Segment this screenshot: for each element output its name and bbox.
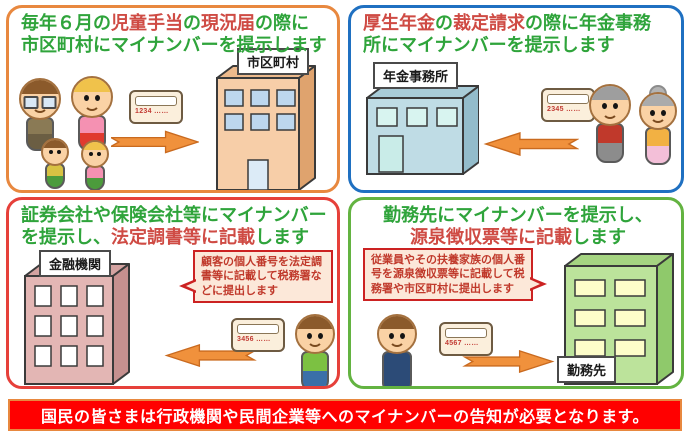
person-head xyxy=(639,92,677,130)
boy-icon xyxy=(41,138,69,189)
hair xyxy=(83,142,107,151)
person-head xyxy=(377,314,417,354)
eyes xyxy=(89,152,93,157)
person-body xyxy=(45,163,65,189)
my-number-card: 1234 …… xyxy=(129,90,183,124)
speech-bubble-text: 顧客の個人番号を法定調書等に記載して税務署などに提出します xyxy=(201,256,322,297)
person-body xyxy=(85,165,105,190)
person-body xyxy=(301,351,329,386)
mouth xyxy=(650,115,666,124)
speech-bubble-text: 従業員やその扶養家族の個人番号を源泉徴収票等に記載して税務署や市区町村に提出しま… xyxy=(371,254,525,295)
mouth xyxy=(32,105,48,113)
mouth xyxy=(602,111,618,119)
panel-workplace: 勤務先にマイナンバーを提示し、 源泉徴収票等に記載します 従業員やその扶養家族の… xyxy=(348,197,684,389)
person-head xyxy=(295,314,335,354)
building-sign: 勤務先 xyxy=(557,356,617,383)
arrow-left-icon xyxy=(164,344,257,367)
eyes xyxy=(84,95,89,102)
person-body xyxy=(645,127,671,165)
building-sign: 年金事務所 xyxy=(373,62,459,89)
card-stripe xyxy=(547,94,589,104)
banner-text: 国民の皆さまは行政機関や民間企業等へのマイナンバーの告知が必要となります。 xyxy=(40,409,650,426)
arrow-right-icon xyxy=(462,350,555,373)
mouth xyxy=(389,339,405,347)
mouth xyxy=(307,339,323,347)
hair xyxy=(73,78,111,92)
panel-financial: 証券会社や保険会社等にマイナンバー を提示し、法定調書等に記載します 金融機関 … xyxy=(6,197,340,389)
card-number: 3456 …… xyxy=(237,336,271,343)
building-sign-label: 金融機関 xyxy=(49,257,102,272)
eyes xyxy=(49,150,53,155)
person-body xyxy=(596,123,624,163)
card-stripe xyxy=(135,96,177,106)
panel-title: 毎年６月の児童手当の現況届の際に 市区町村にマイナンバーを提示します xyxy=(21,13,327,55)
arrow-left-icon xyxy=(483,132,579,156)
father-icon xyxy=(19,78,61,151)
customer-icon xyxy=(295,314,335,386)
card-number: 4567 …… xyxy=(445,340,479,347)
card-number: 2345 …… xyxy=(547,106,581,113)
person-body xyxy=(382,351,412,386)
hair xyxy=(379,316,415,330)
pension-office-building xyxy=(366,85,479,175)
card-stripe xyxy=(237,324,279,334)
panel-title: 厚生年金の裁定請求の際に年金事務 所にマイナンバーを提示します xyxy=(363,13,651,55)
hair xyxy=(641,94,675,107)
person-head xyxy=(41,138,69,166)
person-head xyxy=(589,84,631,126)
hair xyxy=(591,86,629,100)
person-head xyxy=(81,140,109,168)
building-sign-label: 年金事務所 xyxy=(383,69,449,84)
hair xyxy=(21,80,59,94)
speech-bubble: 顧客の個人番号を法定調書等に記載して税務署などに提出します xyxy=(179,250,333,303)
bottom-banner: 国民の皆さまは行政機関や民間企業等へのマイナンバーの告知が必要となります。 xyxy=(8,399,682,431)
my-number-card: 3456 …… xyxy=(231,318,285,352)
hair xyxy=(43,140,67,149)
grandfather-icon xyxy=(589,84,631,163)
panel-title: 勤務先にマイナンバーを提示し、 源泉徴収票等に記載します xyxy=(383,205,653,247)
panel-pension: 厚生年金の裁定請求の際に年金事務 所にマイナンバーを提示します 年金事務所 23… xyxy=(348,5,684,193)
building-sign: 金融機関 xyxy=(39,250,112,277)
arrow-right-icon xyxy=(111,130,199,154)
building-sign-label: 市区町村 xyxy=(247,55,300,70)
girl-icon xyxy=(81,140,109,190)
building-sign: 市区町村 xyxy=(237,48,310,75)
panel-title: 証券会社や保険会社等にマイナンバー を提示し、法定調書等に記載します xyxy=(21,205,327,247)
card-stripe xyxy=(445,328,487,338)
card-number: 1234 …… xyxy=(135,108,169,115)
person-body xyxy=(26,117,54,151)
employee-icon xyxy=(377,314,417,386)
eyes xyxy=(650,109,655,116)
my-number-card: 4567 …… xyxy=(439,322,493,356)
my-number-card: 2345 …… xyxy=(541,88,595,122)
person-head xyxy=(19,78,61,120)
municipality-building xyxy=(216,65,316,190)
hair xyxy=(297,316,333,330)
eyes xyxy=(307,332,312,339)
panel-child-allowance: 毎年６月の児童手当の現況届の際に 市区町村にマイナンバーを提示します xyxy=(6,5,340,193)
building-sign-label: 勤務先 xyxy=(567,363,607,378)
mouth xyxy=(84,103,100,111)
eyes xyxy=(389,332,394,339)
financial-institution-building xyxy=(24,263,130,385)
speech-bubble: 従業員やその扶養家族の個人番号を源泉徴収票等に記載して税務署や市区町村に提出しま… xyxy=(363,248,547,301)
eyes xyxy=(602,103,607,110)
grandmother-icon xyxy=(639,85,677,165)
person-head xyxy=(71,76,113,118)
